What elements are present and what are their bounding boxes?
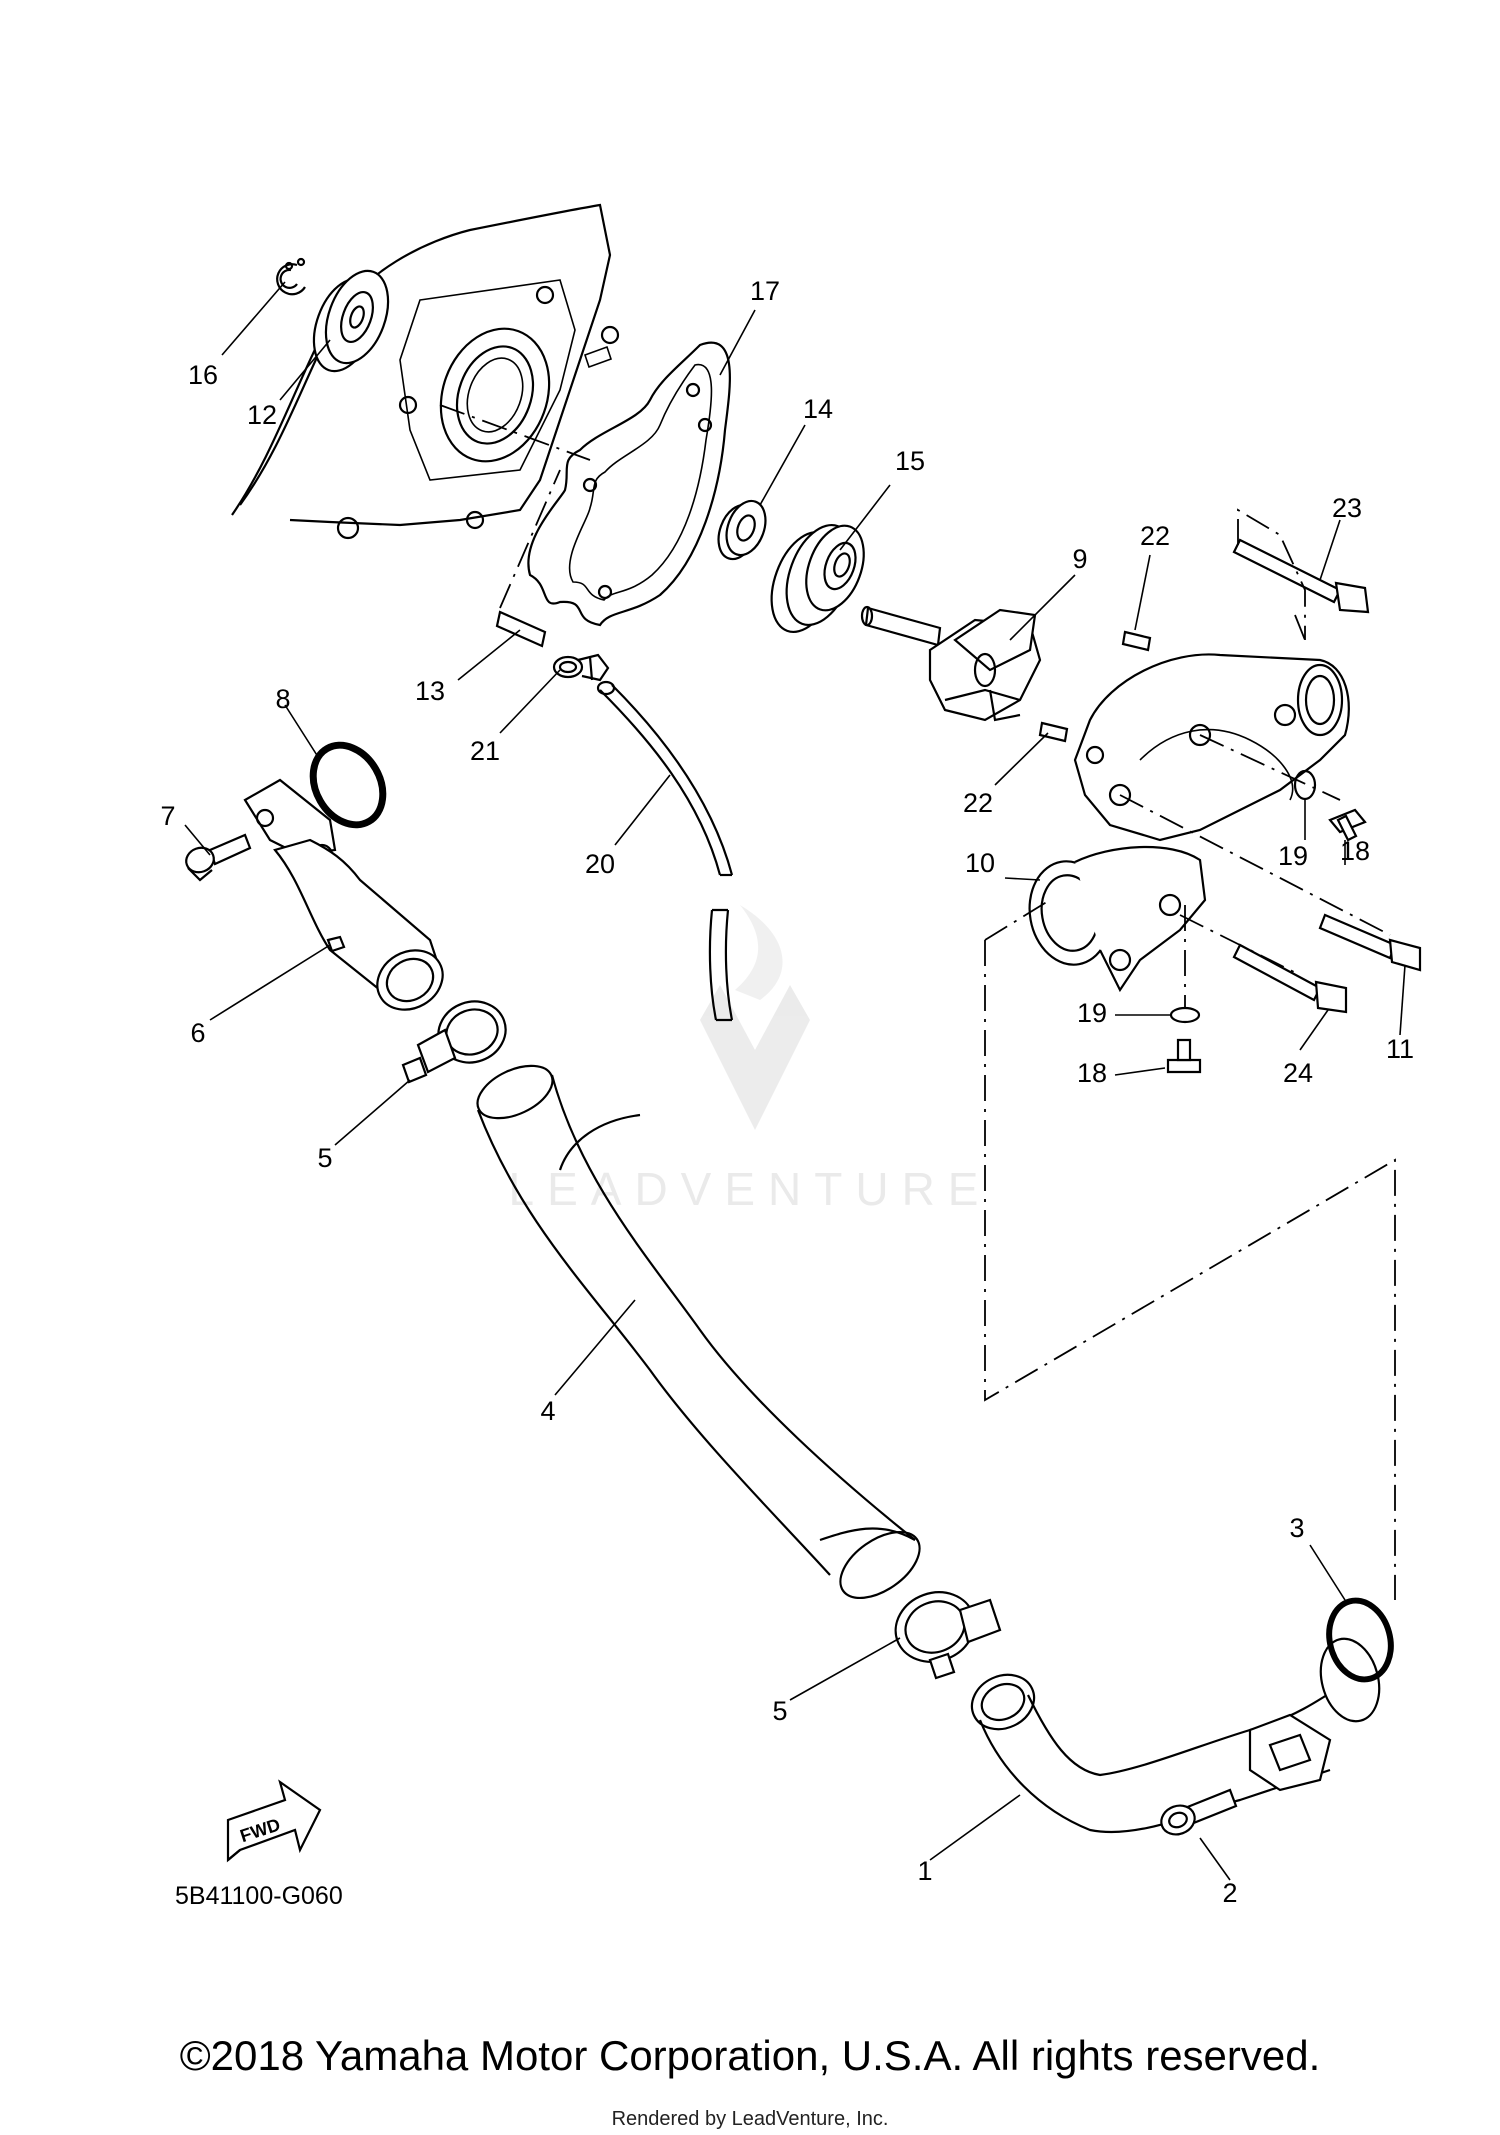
rendered-by-notice: Rendered by LeadVenture, Inc. xyxy=(611,2108,889,2130)
o-ring-3 xyxy=(1326,1597,1394,1683)
callout-21: 21 xyxy=(470,736,500,766)
o-ring-8 xyxy=(309,741,387,829)
callout-5-upper: 5 xyxy=(317,1143,332,1173)
callout-24: 24 xyxy=(1283,1058,1313,1088)
hose-clamp-5-upper xyxy=(401,1000,507,1084)
callout-6: 6 xyxy=(190,1018,205,1048)
callout-19-lower: 19 xyxy=(1077,998,1107,1028)
callout-19-upper: 19 xyxy=(1278,841,1308,871)
callout-1: 1 xyxy=(917,1856,932,1886)
water-pipe-6 xyxy=(243,778,444,1011)
breather-hose-20 xyxy=(596,680,734,1022)
callout-18-lower: 18 xyxy=(1077,1058,1107,1088)
crankcase-cover xyxy=(231,203,620,540)
callout-9: 9 xyxy=(1072,544,1087,574)
callout-5-lower: 5 xyxy=(772,1696,787,1726)
callout-12: 12 xyxy=(247,400,277,430)
gasket-17 xyxy=(527,341,731,627)
leader-lines xyxy=(184,281,1406,1881)
bolt-23 xyxy=(1232,538,1370,614)
radiator-hose-4 xyxy=(476,1064,921,1600)
bearing-12 xyxy=(312,269,390,373)
callout-20: 20 xyxy=(585,849,615,879)
callout-7: 7 xyxy=(160,801,175,831)
assembly-lines xyxy=(984,508,1396,1600)
bolt-24 xyxy=(1232,943,1348,1014)
callout-8: 8 xyxy=(275,684,290,714)
circlip-16 xyxy=(276,257,306,296)
bolt-11 xyxy=(1318,913,1422,972)
dowel-pin-13 xyxy=(439,404,591,648)
callout-3: 3 xyxy=(1289,1513,1304,1543)
impeller-9 xyxy=(860,605,1042,722)
bolt-18-washer-19-upper xyxy=(1293,769,1367,842)
callout-15: 15 xyxy=(895,446,925,476)
mechanical-seal-15 xyxy=(770,523,865,634)
bolt-7 xyxy=(185,833,252,882)
callout-22-top: 22 xyxy=(1140,521,1170,551)
callout-22-bottom: 22 xyxy=(963,788,993,818)
callout-16: 16 xyxy=(188,360,218,390)
fwd-arrow-icon: FWD xyxy=(226,1779,322,1863)
callout-4: 4 xyxy=(540,1396,555,1426)
callout-10: 10 xyxy=(965,848,995,878)
water-pipe-1 xyxy=(970,1637,1381,1834)
hose-clamp-5-lower xyxy=(894,1591,1002,1680)
callout-18-upper: 18 xyxy=(1340,836,1370,866)
elbow-pipe-10 xyxy=(1028,845,1207,993)
callout-labels: 16 12 17 14 15 9 22 23 13 21 8 20 22 19 … xyxy=(160,276,1414,1908)
callout-11: 11 xyxy=(1386,1034,1414,1064)
leadventure-watermark: LEADVENTURE xyxy=(509,905,992,1215)
callout-14: 14 xyxy=(803,394,833,424)
water-pump-housing xyxy=(1073,653,1350,842)
dowel-pins-22 xyxy=(1038,630,1152,743)
bolt-18-washer-19-lower xyxy=(1166,1006,1202,1074)
copyright-notice: ©2018 Yamaha Motor Corporation, U.S.A. A… xyxy=(179,2032,1321,2079)
hose-clip-21 xyxy=(552,653,610,682)
bolt-2 xyxy=(1160,1788,1238,1836)
watermark-text: LEADVENTURE xyxy=(509,1163,992,1215)
part-code: 5B41100-G060 xyxy=(175,1882,343,1910)
callout-2: 2 xyxy=(1222,1878,1237,1908)
callout-17: 17 xyxy=(750,276,780,306)
callout-13: 13 xyxy=(415,676,445,706)
callout-23: 23 xyxy=(1332,493,1362,523)
oil-seal-14 xyxy=(717,499,767,561)
